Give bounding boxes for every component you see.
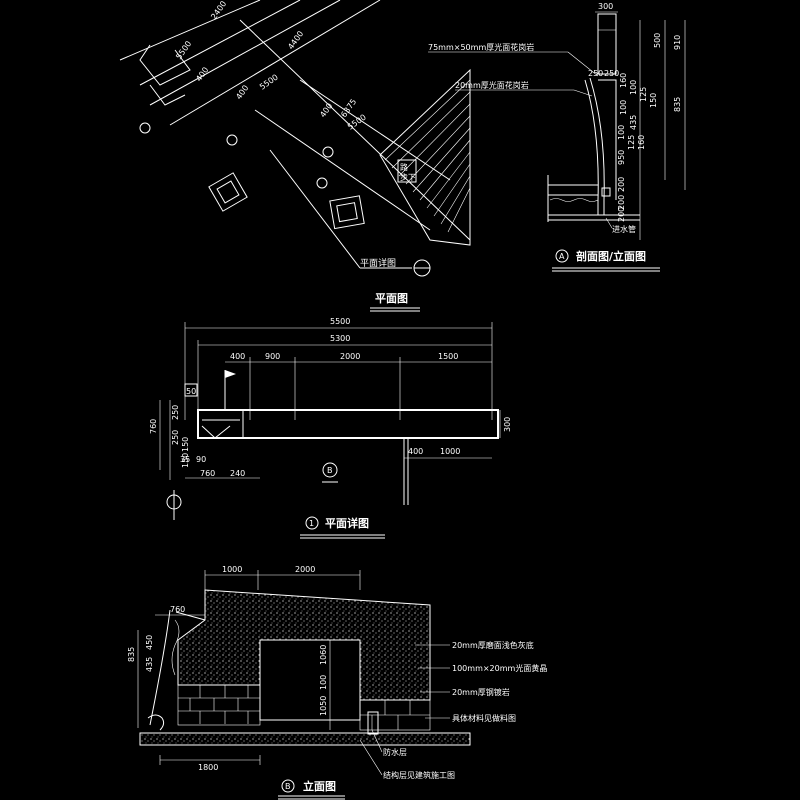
- detail-dim-1500: 1500: [438, 352, 458, 361]
- svg-text:250: 250: [588, 69, 603, 78]
- section-dim-835: 835: [673, 97, 682, 112]
- svg-text:250: 250: [604, 69, 619, 78]
- elev-dim-835: 835: [127, 647, 136, 662]
- detail-dim-5500: 5500: [330, 317, 350, 326]
- section-callout-granite-20: 20mm厚光面花岗岩: [455, 80, 529, 90]
- detail-dim-lower-1000: 1000: [440, 447, 460, 456]
- elevation-view: 1000 2000: [127, 565, 547, 800]
- elev-dim-100: 100: [319, 675, 328, 690]
- detail-ref-circle: [305, 516, 319, 530]
- section-ref: A: [559, 252, 565, 261]
- elev-callout-5: 防水层: [383, 747, 407, 757]
- detail-dim-left-250a: 250: [171, 405, 180, 420]
- svg-text:435: 435: [629, 115, 638, 130]
- section-ref-circle: [555, 249, 569, 263]
- plan-view: 路 步下 2400 4400 6375 5500 5500 5500 400 4…: [119, 0, 471, 312]
- detail-dim-left-760: 760: [149, 419, 158, 434]
- svg-text:160: 160: [637, 135, 646, 150]
- elev-ref: B: [285, 782, 291, 791]
- section-mid-dims: 250 250 160 100 125 150 100 435 100 125 …: [588, 69, 658, 222]
- detail-dim-right-300: 300: [503, 417, 512, 432]
- elev-dim-435: 435: [145, 657, 154, 672]
- section-view: 300 500 910 835 250 250 160 100 125 150 …: [428, 2, 686, 272]
- flag-marker: [225, 370, 236, 378]
- plan-dim-5500c: 5500: [346, 113, 368, 132]
- detail-ref: 1: [309, 519, 314, 528]
- elev-callout-2: 100mm×20mm光面黄晶: [452, 663, 547, 673]
- elev-ref-circle: [281, 779, 295, 793]
- detail-dim-900: 900: [265, 352, 280, 361]
- elev-dim-760: 760: [170, 605, 185, 614]
- section-dim-300: 300: [598, 2, 613, 11]
- elev-dim-450: 450: [145, 635, 154, 650]
- plan-box-label-1: 路: [400, 162, 408, 172]
- elev-callout-6: 结构层见建筑施工图: [383, 770, 455, 780]
- plan-dim-2400: 2400: [209, 0, 228, 21]
- svg-text:200: 200: [617, 207, 626, 222]
- plan-dim-4400: 4400: [286, 29, 305, 51]
- svg-text:200: 200: [617, 195, 626, 210]
- section-callout-inlet: 进水管: [612, 224, 636, 234]
- detail-dim-left-250b: 250: [171, 430, 180, 445]
- svg-text:125: 125: [639, 87, 648, 102]
- detail-plan-view: 5500 5300 400 900 2000 1500 400 1000 300…: [149, 317, 512, 539]
- elevation-title: 立面图: [303, 779, 336, 793]
- detail-dim-400: 400: [230, 352, 245, 361]
- plan-dim-400b: 400: [234, 83, 250, 101]
- detail-marker-b-label: B: [327, 466, 333, 475]
- plan-title: 平面图: [375, 292, 408, 305]
- elev-dim-1000: 1000: [222, 565, 242, 574]
- elev-dim-1050: 1050: [319, 696, 328, 716]
- section-dim-910: 910: [673, 35, 682, 50]
- detail-dim-bottom-90: 90: [196, 455, 206, 464]
- plan-dim-400c: 400: [318, 101, 334, 119]
- elev-dim-1800: 1800: [198, 763, 218, 772]
- elev-callout-1: 20mm厚磨面浅色灰底: [452, 640, 534, 650]
- detail-dim-bottom-760: 760: [200, 469, 215, 478]
- section-dim-500: 500: [653, 33, 662, 48]
- detail-dim-left-150b: 150: [181, 453, 190, 468]
- elev-callout-3: 20mm厚钢镀岩: [452, 687, 510, 697]
- section-title: 剖面图/立面图: [576, 249, 646, 263]
- detail-dim-5300: 5300: [330, 334, 350, 343]
- detail-dim-bottom-240: 240: [230, 469, 245, 478]
- elev-dim-1060: 1060: [319, 645, 328, 665]
- detail-dim-left-50: 50: [186, 387, 196, 396]
- elev-callout-4: 具体材料见做料图: [452, 713, 516, 723]
- elev-dim-2000: 2000: [295, 565, 315, 574]
- plan-dim-5500b: 5500: [258, 73, 280, 92]
- detail-plan-title: 平面详图: [325, 516, 369, 530]
- plan-box-label-2: 步下: [400, 173, 416, 182]
- svg-text:200: 200: [617, 177, 626, 192]
- detail-dim-left-150a: 150: [181, 437, 190, 452]
- detail-dim-bottom-35: 35: [180, 455, 190, 464]
- detail-marker-b: [322, 462, 338, 478]
- plan-detail-ref-label: 平面详图: [360, 257, 396, 269]
- svg-text:150: 150: [649, 93, 658, 108]
- section-callout-granite-75: 75mm×50mm厚光面花岗岩: [428, 42, 534, 52]
- svg-text:950: 950: [617, 150, 626, 165]
- detail-dim-2000: 2000: [340, 352, 360, 361]
- svg-text:100: 100: [629, 80, 638, 95]
- plan-dim-400a: 400: [194, 65, 210, 83]
- svg-text:125: 125: [627, 135, 636, 150]
- plan-dim-6375: 6375: [339, 97, 358, 119]
- detail-dim-lower-400: 400: [408, 447, 423, 456]
- svg-text:160: 160: [619, 73, 628, 88]
- svg-text:100: 100: [617, 125, 626, 140]
- svg-text:100: 100: [619, 100, 628, 115]
